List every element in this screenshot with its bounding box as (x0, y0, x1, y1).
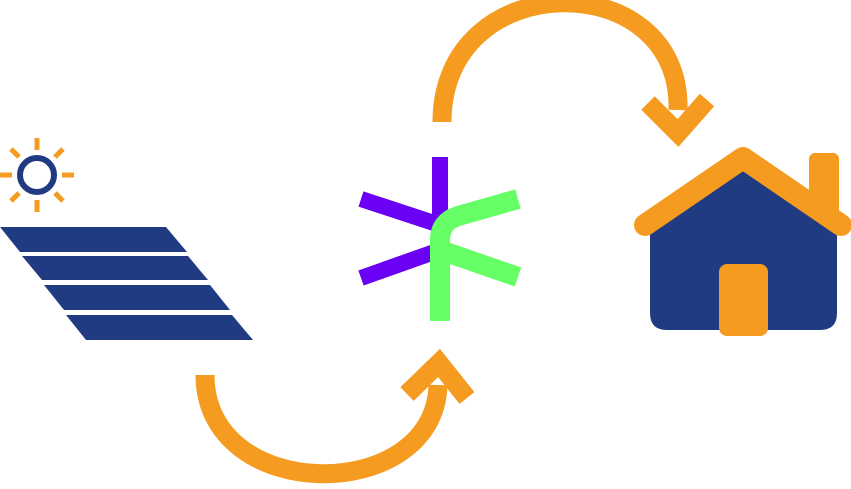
solar-panel-icon (0, 227, 253, 340)
door (719, 264, 768, 336)
sun-icon (0, 138, 74, 212)
curved-arrow-icon (432, 0, 715, 147)
solar-panel-strip (0, 227, 187, 252)
house-icon (634, 147, 851, 336)
roof (634, 147, 851, 236)
curved-arrow-icon (195, 348, 475, 484)
solar-panel-strip (66, 315, 253, 340)
solar-panel-strip (22, 256, 208, 280)
solar-panel-strip (44, 285, 230, 310)
asterisk-hub-icon (358, 157, 522, 321)
